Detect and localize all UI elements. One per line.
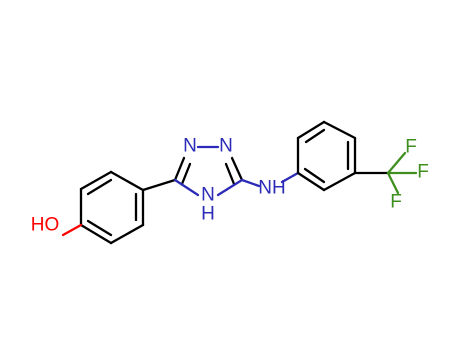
bond: [322, 171, 357, 192]
triazole-nitrogen-label: N: [183, 136, 197, 157]
hydroxyl-label: HO: [31, 215, 60, 236]
bond: [216, 178, 244, 197]
bond: [180, 162, 192, 186]
bond: [173, 156, 186, 182]
fluorine-label: F: [390, 192, 402, 213]
bond: [86, 219, 113, 237]
bond: [86, 178, 113, 196]
fluorine-label: F: [417, 162, 429, 183]
triazole-nh-hydrogen-label: H: [201, 204, 215, 225]
bond: [109, 223, 145, 245]
bond: [386, 151, 407, 175]
triazole-ring: [173, 145, 244, 197]
bond: [296, 171, 326, 192]
bond: [303, 167, 326, 184]
triazole-nitrogen-label: N: [219, 136, 233, 157]
bond: [386, 171, 400, 195]
bond: [224, 162, 236, 186]
amine-label: NH: [258, 178, 285, 199]
bond: [304, 128, 326, 144]
bond: [79, 170, 113, 191]
bond: [141, 178, 177, 192]
bond: [109, 170, 145, 192]
bond: [240, 178, 261, 188]
trifluoromethylphenyl-ring: [296, 120, 357, 192]
fluorine-label: F: [405, 137, 417, 158]
bond: [280, 171, 300, 184]
bond: [79, 223, 113, 245]
triazole-nh-nitrogen-label: N: [201, 185, 215, 206]
bond: [61, 223, 83, 237]
bond: [230, 156, 244, 182]
bond: [322, 120, 357, 140]
bond: [296, 120, 326, 140]
bond: [173, 178, 200, 197]
phenol-ring: [79, 170, 145, 245]
